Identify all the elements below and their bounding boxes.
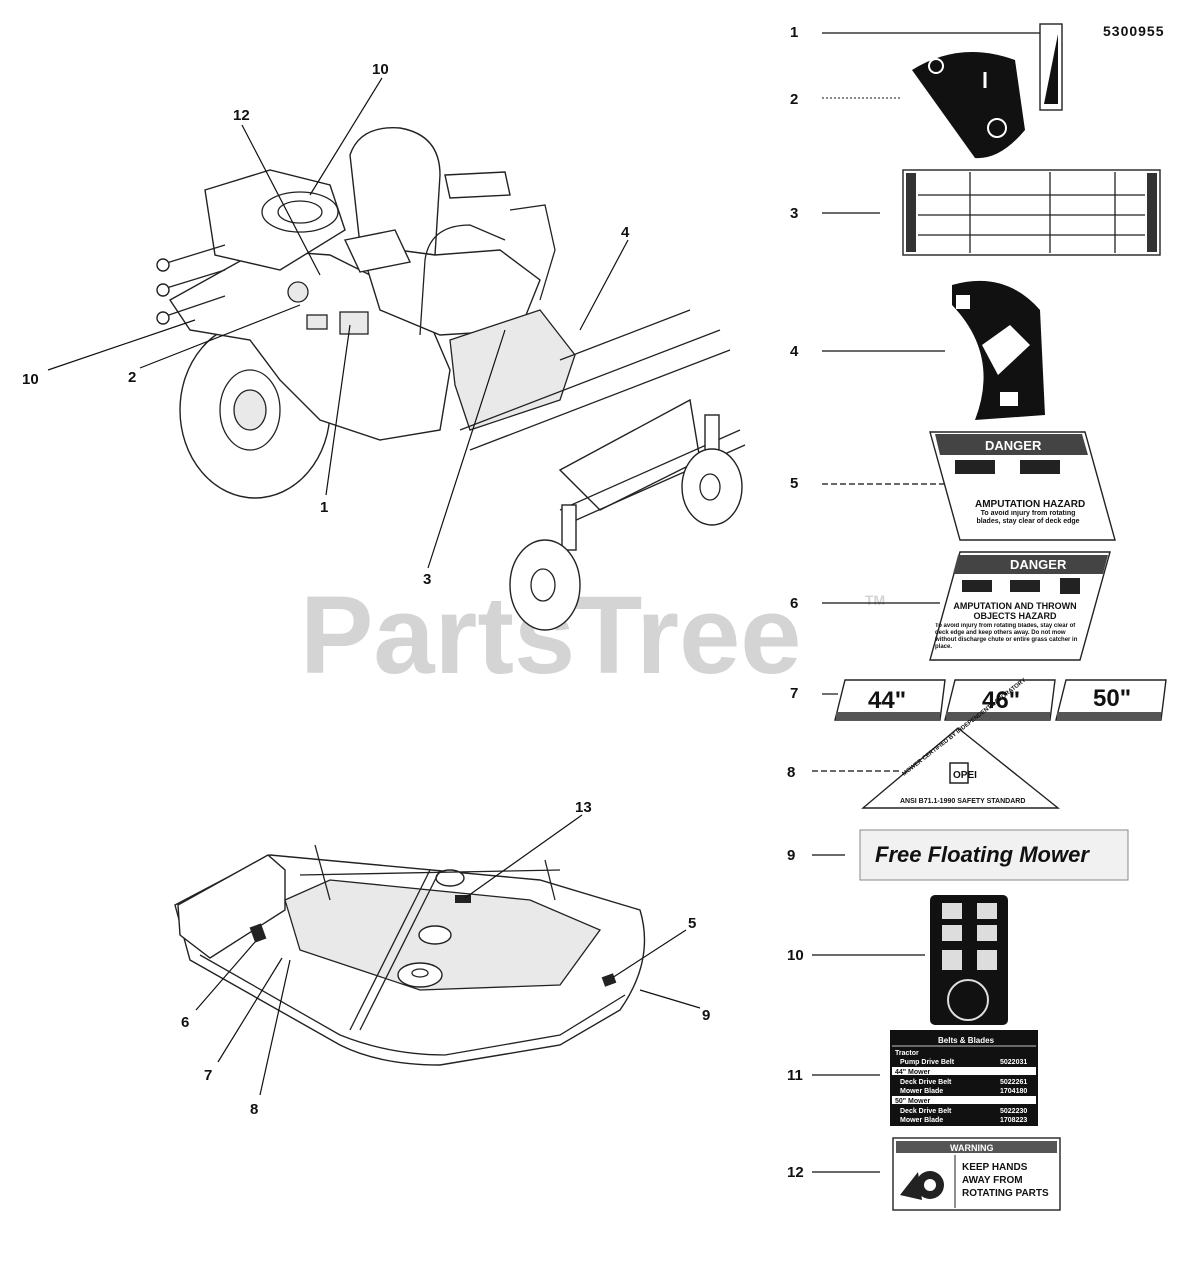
- decal-5-title: AMPUTATION HAZARD: [975, 499, 1085, 510]
- callout-3: 3: [423, 571, 431, 588]
- decal-11-row-6-part: 5022230: [1000, 1108, 1027, 1115]
- callout-8: 8: [250, 1101, 258, 1118]
- decal-11-row-4-item: Mower Blade: [900, 1088, 943, 1095]
- callout-9: 9: [702, 1007, 710, 1024]
- callout-7: 7: [204, 1067, 212, 1084]
- free-floating-mower-decal: Free Floating Mower: [859, 829, 1129, 881]
- legend-num-11: 11: [787, 1067, 803, 1084]
- decal-6-title: AMPUTATION AND THROWN OBJECTS HAZARD: [953, 601, 1077, 621]
- mower-deck-illustration: [174, 844, 646, 1066]
- operator-safety-decal: [902, 169, 1161, 256]
- decal-11-row-5: 50" Mower: [895, 1098, 930, 1105]
- decal-11-row-0: Tractor: [895, 1050, 919, 1057]
- deck-size-decals: 44" 46" 50": [834, 679, 1167, 721]
- decal-11-row-3-part: 5022261: [1000, 1079, 1027, 1086]
- keep-hands-away-decal: WARNING KEEP HANDS AWAY FROM ROTATING PA…: [892, 1137, 1061, 1211]
- legend-num-1: 1: [790, 24, 798, 41]
- decal-11-row-2: 44" Mower: [895, 1069, 930, 1076]
- deck-leader-lines: [195, 814, 701, 1096]
- legend-num-7: 7: [790, 685, 798, 702]
- deck-size-44: 44": [868, 687, 906, 714]
- decal-11-row-4-part: 1704180: [1000, 1088, 1027, 1095]
- decal-11-row-6-item: Deck Drive Belt: [900, 1108, 952, 1115]
- decal-11-row-1-item: Pump Drive Belt: [900, 1059, 955, 1066]
- legend-num-6: 6: [790, 595, 798, 612]
- amputation-hazard-decal: DANGER AMPUTATION HAZARD To avoid injury…: [929, 431, 1116, 541]
- legend-num-12: 12: [787, 1164, 804, 1181]
- decal-12-line-2: AWAY FROM: [962, 1175, 1023, 1186]
- decal-11-title: Belts & Blades: [938, 1036, 995, 1045]
- legend-num-2: 2: [790, 91, 798, 108]
- mower-leader-lines: [47, 77, 629, 569]
- decal-5-body: To avoid injury from rotating blades, st…: [976, 510, 1080, 525]
- parts-tree-watermark: PartsTree TM: [300, 574, 885, 697]
- svg-text:↯: ↯: [1046, 32, 1054, 42]
- legend-num-10: 10: [787, 947, 804, 964]
- decal-12-line-1: KEEP HANDS: [962, 1162, 1028, 1173]
- ignition-switch-decal: [912, 52, 1025, 159]
- throttle-decal: ↯: [1039, 23, 1063, 111]
- decal-11-row-7-part: 1708223: [1000, 1117, 1027, 1124]
- callout-6: 6: [181, 1014, 189, 1031]
- legend-num-9: 9: [787, 847, 795, 864]
- deck-size-46: 46": [982, 687, 1020, 714]
- decal-6-body: To avoid injury from rotating blades, st…: [935, 623, 1078, 650]
- document-number: 5300955: [1103, 23, 1165, 39]
- callout-12: 12: [233, 107, 250, 124]
- decal-11-row-3-item: Deck Drive Belt: [900, 1079, 952, 1086]
- belts-and-blades-decal: Belts & Blades Tractor Pump Drive Belt 5…: [890, 1030, 1038, 1126]
- legend-num-4: 4: [790, 343, 799, 360]
- decal-11-row-7-item: Mower Blade: [900, 1117, 943, 1124]
- decal-8-logo: OPEI: [953, 770, 977, 781]
- legend-num-3: 3: [790, 205, 798, 222]
- decal-12-header: WARNING: [950, 1143, 994, 1153]
- deck-size-50: 50": [1093, 685, 1131, 712]
- legend-num-5: 5: [790, 475, 798, 492]
- decal-11-row-1-part: 5022031: [1000, 1059, 1027, 1066]
- callout-10-left: 10: [22, 371, 39, 388]
- deck-callout-numbers: 13 5 9 6 7 8: [181, 799, 710, 1118]
- watermark-tm: TM: [865, 592, 885, 608]
- decal-8-bottom-text: ANSI B71.1-1990 SAFETY STANDARD: [900, 798, 1025, 805]
- throttle-quadrant-decal: [952, 280, 1045, 420]
- callout-1: 1: [320, 499, 328, 516]
- decal-6-header: DANGER: [1010, 557, 1067, 572]
- legend-num-8: 8: [787, 764, 795, 781]
- callout-10-top: 10: [372, 61, 389, 78]
- callout-13: 13: [575, 799, 592, 816]
- decal-9-text: Free Floating Mower: [875, 842, 1090, 867]
- zero-turn-mower-illustration: [156, 127, 746, 631]
- thrown-objects-hazard-decal: DANGER AMPUTATION AND THROWN OBJECTS HAZ…: [929, 551, 1111, 661]
- callout-5: 5: [688, 915, 696, 932]
- control-operation-decal: [930, 895, 1008, 1025]
- callout-4: 4: [621, 224, 630, 241]
- mower-callout-numbers: 10 12 4 10 2 1 3: [22, 61, 630, 588]
- decal-5-header: DANGER: [985, 438, 1042, 453]
- callout-2: 2: [128, 369, 136, 386]
- decal-legend: 1 ↯ 2 3 4: [787, 23, 1167, 1211]
- decal-12-line-3: ROTATING PARTS: [962, 1188, 1049, 1199]
